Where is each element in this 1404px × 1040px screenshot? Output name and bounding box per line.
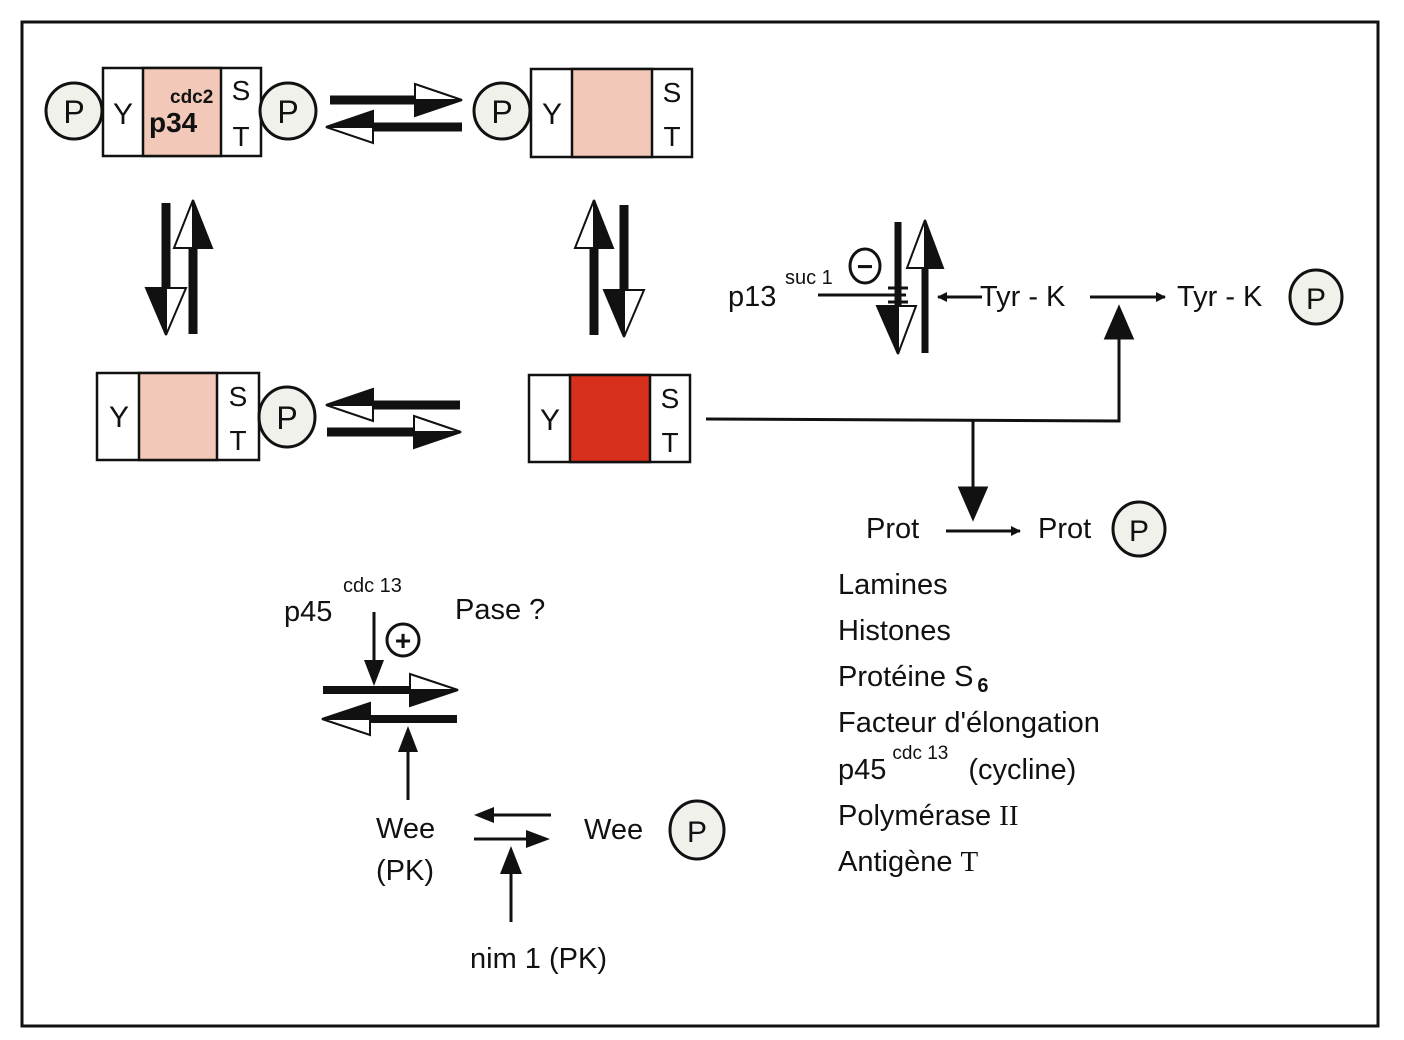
reverse-arrow bbox=[325, 387, 460, 423]
site-s: S bbox=[232, 75, 251, 106]
phosphate-label: P bbox=[491, 94, 512, 130]
forward-arrow bbox=[327, 414, 462, 450]
p13-inhibitor: p13 suc 1 − bbox=[728, 247, 908, 313]
site-s: S bbox=[661, 383, 680, 414]
prot-product-label: Prot bbox=[1038, 513, 1091, 545]
tyrk-reaction: Tyr - K Tyr - K P bbox=[937, 268, 1344, 326]
kinase-domain bbox=[141, 66, 223, 158]
substrate-item: p45cdc 13(cycline) bbox=[838, 743, 1076, 786]
phosphate-label: P bbox=[1129, 515, 1149, 548]
phosphate-label: P bbox=[63, 94, 84, 130]
reverse-arrow bbox=[325, 109, 462, 145]
arrowhead bbox=[398, 726, 418, 752]
equilibrium-arrows-right bbox=[573, 199, 646, 338]
equilibrium-arrows-left bbox=[144, 199, 214, 336]
wee-label: Wee bbox=[376, 813, 435, 845]
arrowhead bbox=[957, 486, 989, 522]
arrowhead bbox=[526, 830, 550, 848]
forward-arrow bbox=[330, 82, 463, 118]
phosphatase-label: Pase ? bbox=[455, 594, 545, 626]
site-y: Y bbox=[540, 404, 560, 437]
svg-text:+: + bbox=[395, 625, 411, 656]
complex-top-right: P Y S T bbox=[472, 67, 694, 159]
arrowhead bbox=[500, 846, 522, 874]
down-arrow bbox=[144, 203, 188, 336]
equilibrium-arrows-regulator bbox=[321, 672, 459, 737]
phosphate-circle: P bbox=[257, 385, 317, 449]
arrowhead bbox=[474, 807, 494, 823]
site-t: T bbox=[229, 425, 246, 456]
substrate-item: Polymérase II bbox=[838, 800, 1019, 832]
regulators: p45 cdc 13 Pase ? + Wee (PK) Wee bbox=[284, 575, 726, 975]
nim1-label: nim 1 (PK) bbox=[470, 943, 607, 975]
figure-frame bbox=[20, 20, 1380, 1028]
kinase-name: p34 bbox=[149, 107, 198, 138]
down-arrow bbox=[602, 205, 646, 338]
activation-line-to-tyrk bbox=[705, 310, 1121, 423]
minus-sign-icon: − bbox=[848, 247, 882, 285]
site-t: T bbox=[663, 121, 680, 152]
arrowhead bbox=[1103, 304, 1135, 340]
complex-bottom-left: Y S T P bbox=[95, 371, 317, 462]
tyrk-product-label: Tyr - K bbox=[1177, 281, 1263, 313]
phosphate-label: P bbox=[277, 94, 298, 130]
complex-bottom-right-active: Y S T bbox=[527, 373, 692, 464]
tyrk-substrate-label: Tyr - K bbox=[980, 281, 1066, 313]
wee-pk-label: (PK) bbox=[376, 855, 434, 887]
substrate-item: Antigène T bbox=[838, 846, 979, 878]
kinase-domain bbox=[137, 371, 219, 462]
phosphate-circle: P bbox=[472, 81, 532, 141]
site-t: T bbox=[232, 121, 249, 152]
active-kinase-domain bbox=[568, 373, 652, 464]
equilibrium-arrows-bottom bbox=[325, 387, 462, 450]
site-y: Y bbox=[113, 98, 133, 131]
equilibrium-arrows-top bbox=[325, 82, 463, 145]
substrate-item: Facteur d'élongation bbox=[838, 707, 1100, 739]
phosphate-circle: P bbox=[1288, 268, 1344, 326]
plus-sign-icon: + bbox=[385, 622, 421, 658]
p13-sup-label: suc 1 bbox=[785, 267, 833, 289]
phosphate-circle: P bbox=[44, 81, 104, 141]
phosphate-label: P bbox=[1306, 283, 1326, 316]
phosphate-circle: P bbox=[258, 81, 318, 141]
substrate-item: Lamines bbox=[838, 569, 948, 601]
phosphate-circle: P bbox=[668, 799, 726, 861]
phosphate-circle: P bbox=[1111, 500, 1167, 558]
p45-sup-label: cdc 13 bbox=[343, 575, 402, 597]
site-s: S bbox=[663, 77, 682, 108]
site-y: Y bbox=[542, 98, 562, 131]
wee-p-label: Wee bbox=[584, 814, 643, 846]
substrate-item: Histones bbox=[838, 615, 951, 647]
svg-text:−: − bbox=[857, 251, 873, 282]
kinase-domain bbox=[570, 67, 654, 159]
p13-equilibrium-arrows bbox=[875, 219, 945, 355]
p13-label: p13 bbox=[728, 281, 776, 313]
up-arrow bbox=[172, 199, 214, 334]
p45-label: p45 bbox=[284, 596, 332, 628]
active-complex-output bbox=[705, 304, 1135, 522]
phosphate-label: P bbox=[276, 400, 297, 436]
prot-substrate-label: Prot bbox=[866, 513, 919, 545]
site-s: S bbox=[229, 381, 248, 412]
arrowhead bbox=[364, 660, 384, 686]
up-arrow bbox=[905, 219, 945, 353]
complex-top-left: P Y S T p34 cdc2 P bbox=[44, 66, 318, 158]
prot-reaction: Prot Prot P bbox=[866, 500, 1167, 558]
kinase-name-sup: cdc2 bbox=[170, 87, 213, 108]
up-arrow bbox=[573, 199, 615, 335]
phosphate-label: P bbox=[687, 816, 707, 849]
site-t: T bbox=[661, 427, 678, 458]
down-arrow bbox=[875, 222, 918, 355]
site-y: Y bbox=[109, 401, 129, 434]
